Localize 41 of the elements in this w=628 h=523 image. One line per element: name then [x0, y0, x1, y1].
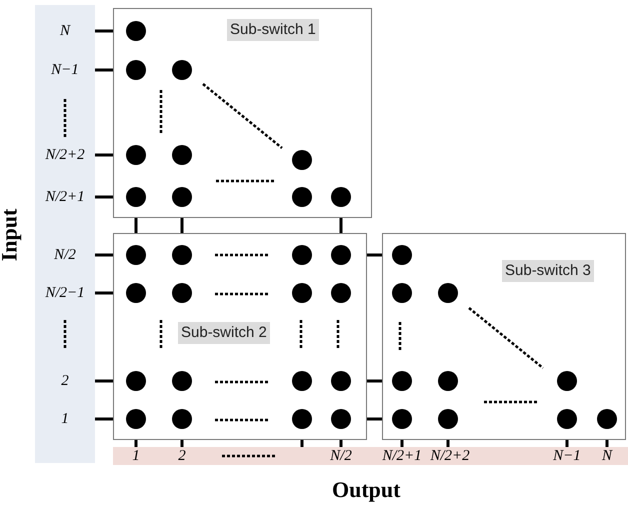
input-port-label: N/2+2	[35, 146, 95, 164]
port-line	[95, 254, 113, 256]
input-port-label: N/2+1	[35, 188, 95, 206]
port-line	[180, 440, 184, 447]
port-line	[400, 440, 404, 447]
port-line	[95, 154, 113, 156]
sub-switch-box	[113, 8, 372, 218]
input-port-label: N−1	[35, 61, 95, 79]
port-line	[340, 440, 342, 447]
output-port-label: N/2	[316, 447, 366, 465]
port-line	[134, 218, 138, 233]
port-line	[95, 292, 113, 294]
port-line	[95, 30, 113, 32]
port-line	[300, 440, 304, 447]
port-line	[367, 254, 382, 256]
axis-title: Input	[0, 208, 22, 262]
port-line	[134, 440, 138, 447]
port-line	[367, 418, 382, 420]
sub-switch-label: Sub-switch 1	[227, 19, 319, 41]
port-line	[95, 196, 113, 198]
input-port-label: N/2	[35, 246, 95, 264]
port-line	[446, 440, 450, 447]
input-port-label: 1	[35, 410, 95, 428]
sub-switch-label: Sub-switch 3	[502, 260, 594, 282]
axis-title: Output	[332, 477, 400, 503]
port-line	[340, 218, 342, 233]
port-line	[95, 418, 113, 420]
output-port-label: N/2+2	[425, 447, 475, 465]
output-port-label: N/2+1	[377, 447, 427, 465]
input-port-label: N/2−1	[35, 284, 95, 302]
port-line	[566, 440, 568, 447]
output-band	[113, 447, 628, 465]
port-line	[180, 218, 184, 233]
sub-switch-label: Sub-switch 2	[178, 322, 270, 344]
port-line	[606, 440, 608, 447]
input-port-label: N	[35, 22, 95, 40]
input-port-label: 2	[35, 372, 95, 390]
port-line	[367, 380, 382, 382]
sub-switch-box	[382, 233, 626, 440]
port-line	[95, 380, 113, 382]
port-line	[95, 68, 113, 72]
